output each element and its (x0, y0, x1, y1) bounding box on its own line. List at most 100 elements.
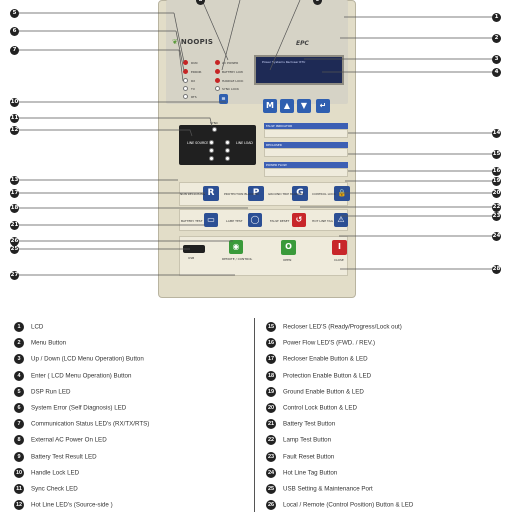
marker-10: 10 (10, 98, 19, 107)
marker-13: 13 (10, 176, 19, 185)
leader-8 (201, 0, 229, 61)
legend-number: 19 (266, 386, 276, 397)
fault-reset-label: FAULT RESET (270, 219, 290, 223)
legend-text: USB Setting & Maintenance Port (283, 485, 373, 493)
legend-number: 10 (14, 467, 24, 478)
leader-9 (221, 0, 241, 71)
legend-text: Recloser LED'S (Ready/Progress/Lock out) (283, 323, 402, 331)
legend-panel (0, 306, 512, 512)
fault-reset-button[interactable]: ↺ (292, 213, 306, 227)
lock-key-icon: ≡ (219, 94, 228, 104)
ground-enable-label: GROUND TRIP BLOCKED (268, 192, 305, 196)
marker-15: 15 (492, 150, 501, 159)
up-button[interactable]: ▲ (280, 99, 294, 113)
legend-text: Battery Test Button (283, 420, 336, 428)
legend-number: 2 (14, 338, 24, 349)
remote-control-label: REMOTE / CONTROL (222, 257, 253, 261)
hot-line-tag-button[interactable]: ⚠ (334, 213, 348, 227)
local-remote-button[interactable]: ◉ (229, 240, 243, 254)
legend-number: 3 (14, 354, 24, 365)
legend-number: 16 (266, 338, 276, 349)
rx-led-label: RX (191, 79, 196, 83)
protection-enable-label: PROTECTION BLOCKED (224, 192, 259, 196)
legend-number: 8 (14, 435, 24, 446)
legend-number: 21 (266, 419, 276, 430)
marker-20: 20 (492, 189, 501, 198)
leader-12 (19, 129, 193, 137)
rx-led (183, 78, 188, 83)
sync-lock-label: SYNC LOCK (222, 87, 240, 91)
source-b-led (209, 148, 214, 153)
legend-text: Recloser Enable Button & LED (283, 355, 368, 363)
sync-label: SYNC (210, 121, 219, 125)
legend-item-15: 15 Recloser LED'S (Ready/Progress/Lock ou… (266, 322, 402, 336)
legend-text: Lamp Test Button (283, 436, 332, 444)
handle-lock-label: HANDLE LOCK (222, 79, 244, 83)
legend-number: 9 (14, 451, 24, 462)
marker-23: 23 (492, 212, 501, 221)
close-button[interactable]: I (332, 240, 347, 255)
marker-8: 8 (196, 0, 205, 5)
control-lock-label: CONTROL LOCK (312, 192, 336, 196)
legend-number: 7 (14, 419, 24, 430)
marker-18: 18 (10, 204, 19, 213)
panel-top-section (166, 0, 348, 104)
legend-text: LCD (31, 323, 44, 331)
marker-6: 6 (10, 27, 19, 36)
usb-port[interactable] (183, 245, 205, 253)
legend-text: Hot Line LED's (Source-side ) (31, 501, 113, 509)
hot-line-block (179, 125, 256, 165)
legend-number: 15 (266, 322, 276, 332)
marker-3: 3 (492, 55, 501, 64)
lamp-test-button[interactable]: ◯ (248, 213, 262, 227)
tx-led (183, 86, 188, 91)
marker-27: 27 (10, 271, 19, 280)
legend-number: 23 (266, 451, 276, 462)
model-brand: EPC (296, 40, 309, 47)
hot-line-tag-label: HOT LINE TAG (312, 219, 333, 223)
marker-11: 11 (10, 114, 19, 123)
marker-1: 1 (492, 13, 501, 22)
legend-text: Fault Reset Button (283, 453, 335, 461)
marker-12: 12 (10, 126, 19, 135)
usb-label: USB (188, 256, 195, 260)
legend-text: Menu Button (31, 339, 67, 347)
load-c-led (225, 156, 230, 161)
battery-low-led (215, 69, 220, 74)
open-button[interactable]: O (281, 240, 296, 255)
rts-led-label: RTS (191, 95, 197, 99)
legend-number: 18 (266, 370, 276, 381)
recloser-label: RECLOSER (266, 143, 282, 147)
sync-lock-led (215, 86, 220, 91)
battery-low-label: BATTERY LOW (222, 70, 243, 74)
leader-6b (175, 30, 185, 72)
ground-enable-button[interactable]: G (292, 186, 308, 201)
source-c-led (209, 156, 214, 161)
legend-divider (254, 318, 255, 512)
legend-number: 1 (14, 322, 24, 332)
load-a-led (225, 140, 230, 145)
marker-14: 14 (492, 129, 501, 138)
marker-19: 19 (492, 177, 501, 186)
battery-test-button[interactable]: ▭ (204, 213, 218, 227)
protection-enable-button[interactable]: P (248, 186, 264, 201)
marker-26: 26 (10, 237, 19, 246)
down-button[interactable]: ▼ (297, 99, 311, 113)
enter-button[interactable]: ↵ (316, 99, 330, 113)
menu-button[interactable]: M (263, 99, 277, 113)
run-led (183, 60, 188, 65)
tx-led-label: TX (191, 87, 195, 91)
fault-led-row (264, 129, 348, 138)
recloser-enable-button[interactable]: R (203, 186, 219, 201)
